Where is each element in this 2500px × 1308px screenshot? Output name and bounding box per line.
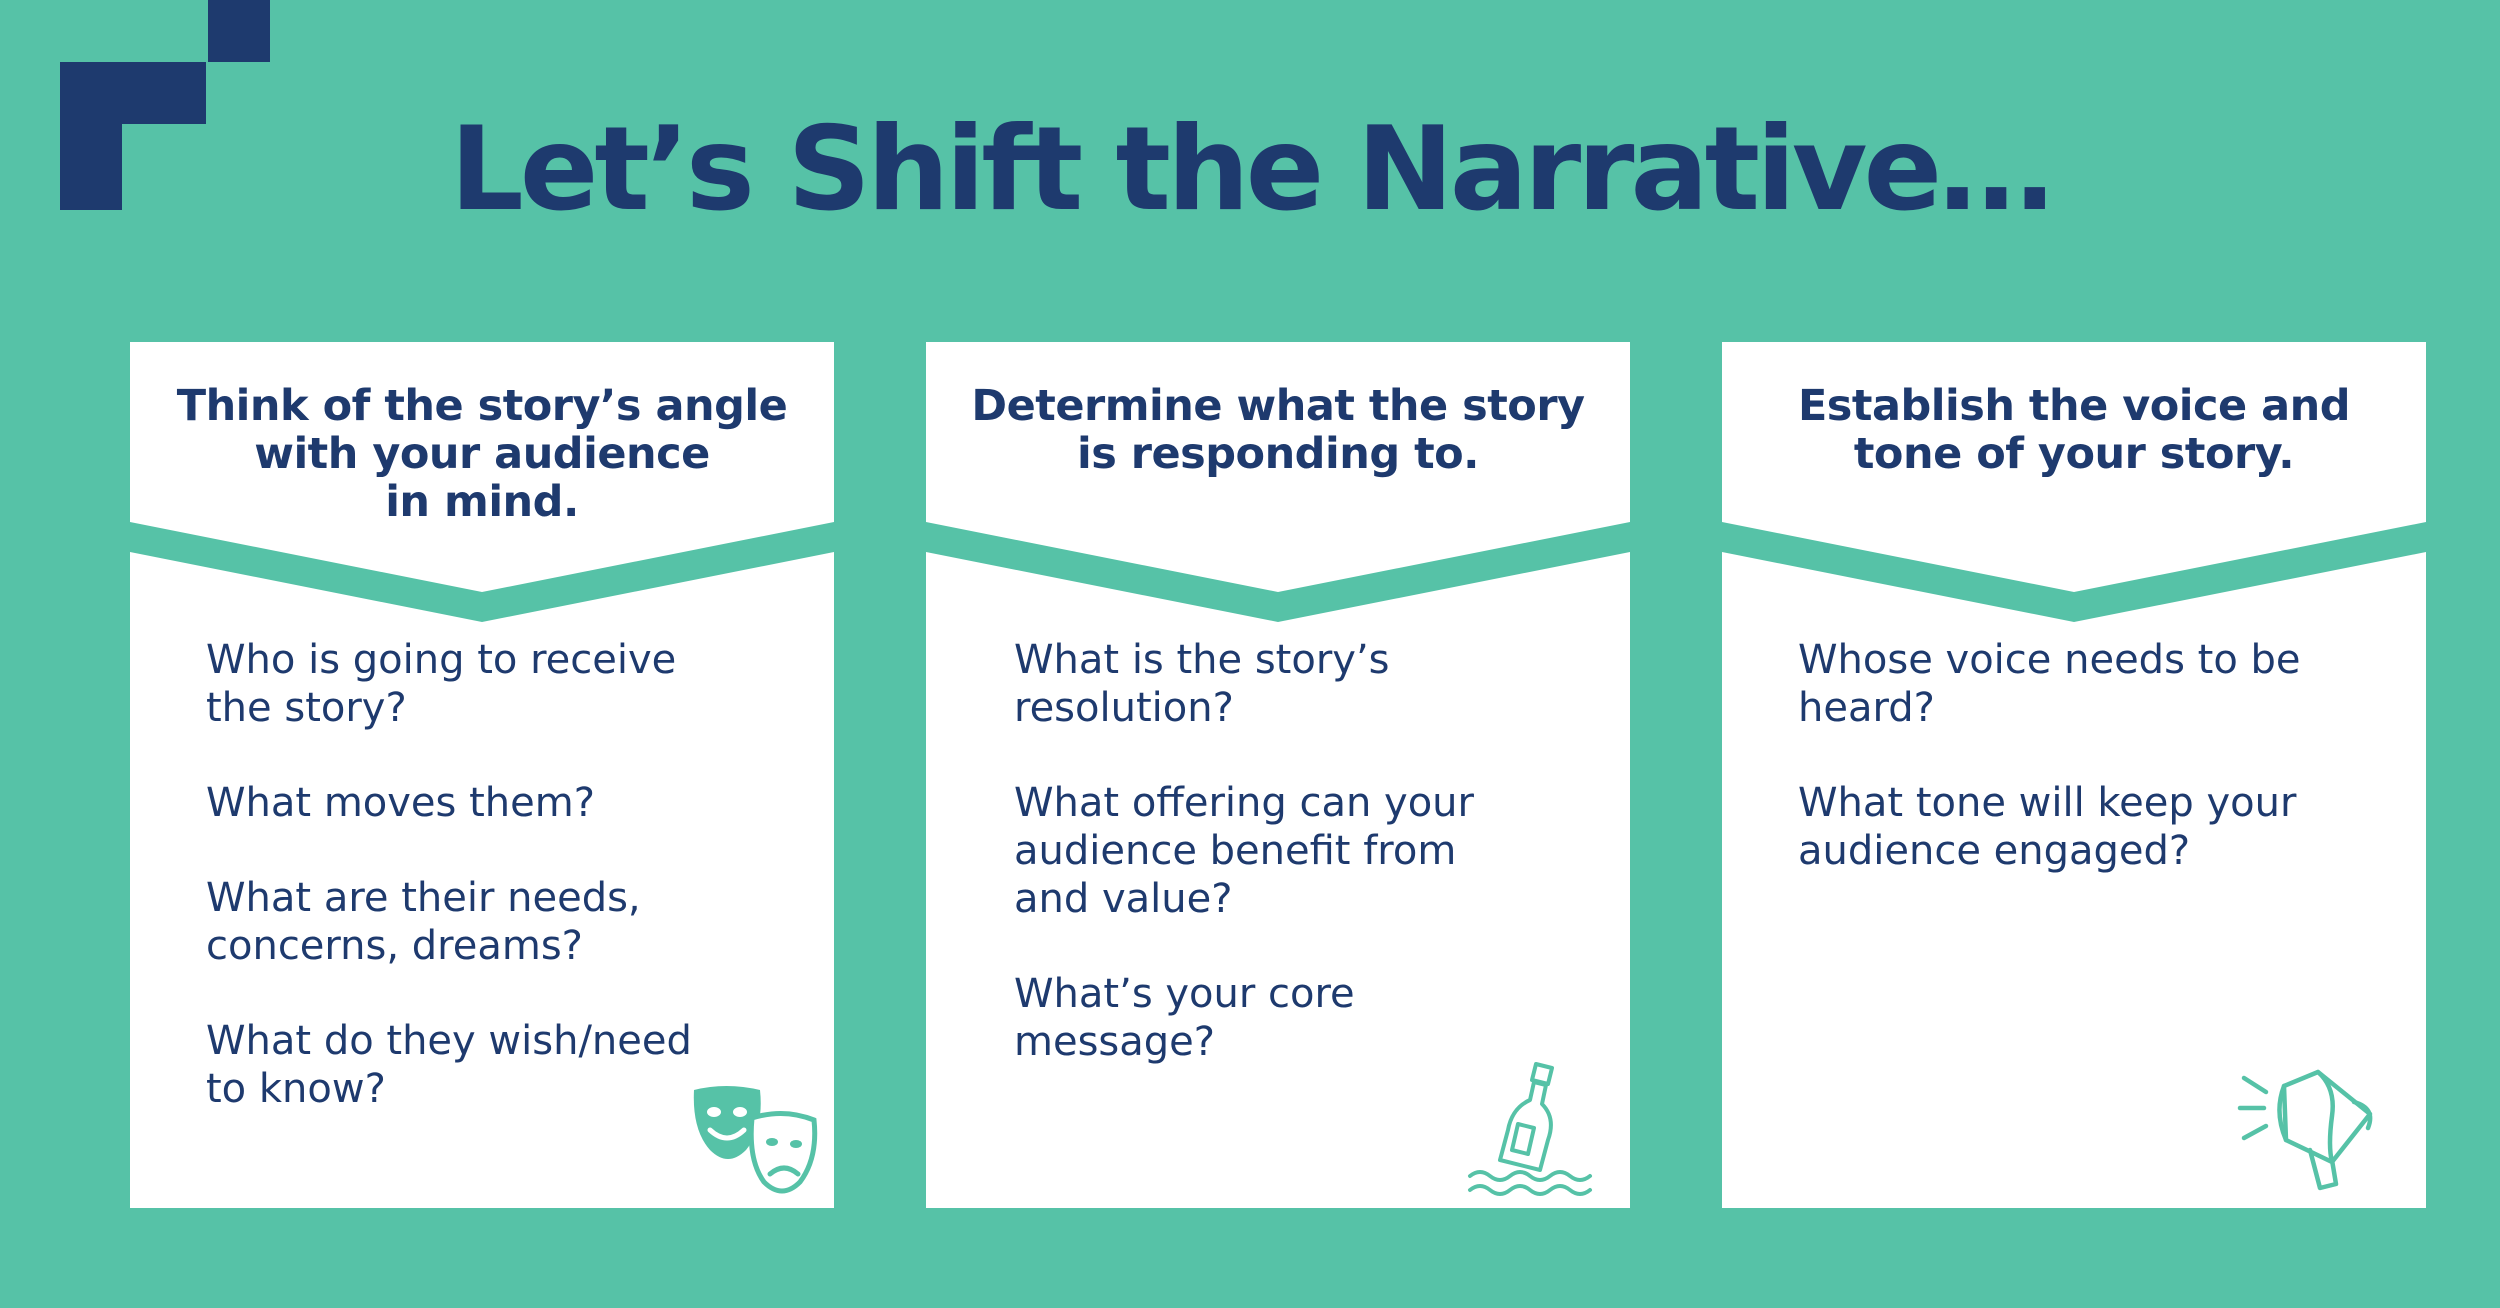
list-item: What’s your core message? (1014, 971, 1355, 1065)
list-item: Whose voice needs to be heard? (1798, 637, 2301, 731)
message-in-bottle-icon (1468, 1062, 1592, 1196)
list-item: What are their needs, concerns, dreams? (206, 875, 641, 969)
list-item: What moves them? (206, 780, 595, 826)
chevron-divider (130, 522, 834, 622)
list-item: Who is going to receive the story? (206, 637, 677, 731)
chevron-divider (926, 522, 1630, 622)
list-item: What is the story’s resolution? (1014, 637, 1390, 731)
list-item: What offering can your audience benefit … (1014, 780, 1474, 922)
card-heading: Think of the story’s angle with your aud… (176, 381, 788, 527)
question-list: Whose voice needs to be heard? What tone… (1798, 636, 2366, 922)
card-heading: Establish the voice and tone of your sto… (1797, 381, 2351, 479)
page-title: Let’s Shift the Narrative… (449, 102, 2054, 237)
card-story-response: Determine what the story is responding t… (926, 342, 1630, 1208)
card-heading: Determine what the story is responding t… (971, 381, 1585, 479)
card-audience-angle: Think of the story’s angle with your aud… (130, 342, 834, 1208)
question-list: Who is going to receive the story? What … (206, 636, 774, 1160)
card-voice-tone: Establish the voice and tone of your sto… (1722, 342, 2426, 1208)
brand-logo (60, 0, 270, 210)
megaphone-icon (2237, 1069, 2373, 1191)
list-item: What do they wish/need to know? (206, 1018, 692, 1112)
theater-masks-icon (693, 1086, 818, 1194)
list-item: What tone will keep your audience engage… (1798, 780, 2297, 874)
chevron-divider (1722, 522, 2426, 622)
question-list: What is the story’s resolution? What off… (1014, 636, 1570, 1113)
